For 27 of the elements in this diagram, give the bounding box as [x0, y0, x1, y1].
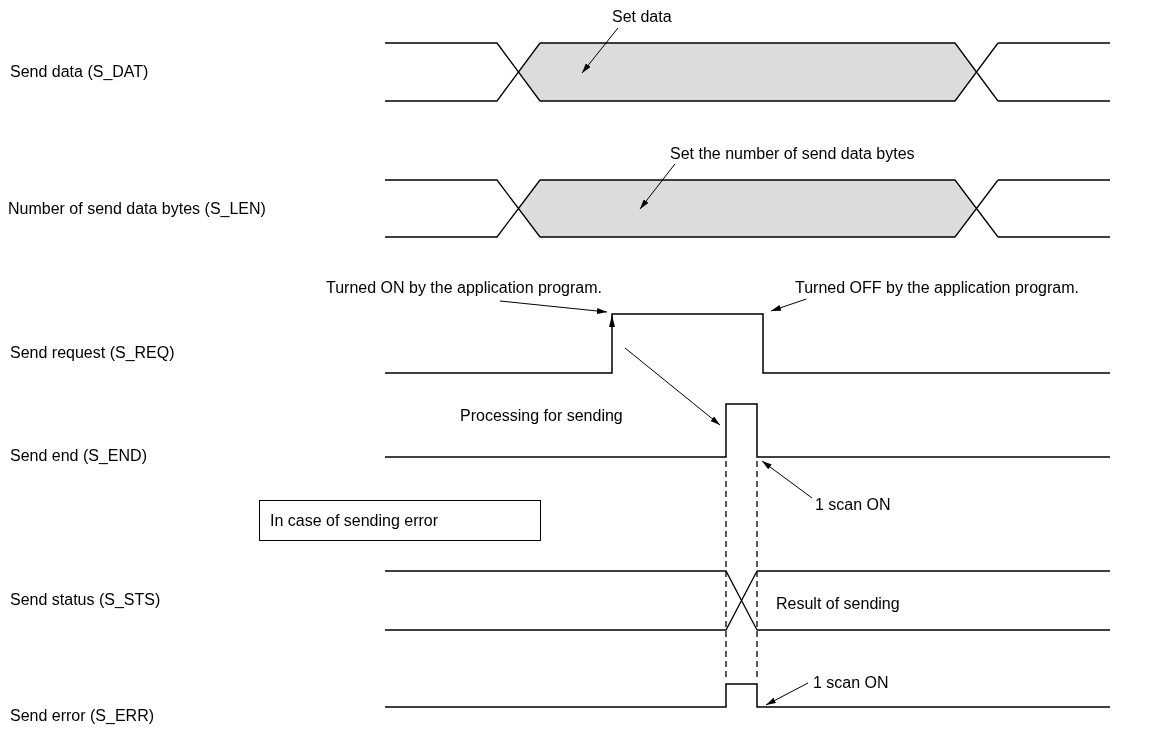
signal-name: Send end (S_END) — [10, 447, 147, 465]
leader-arrow — [581, 27, 619, 74]
condition-box: In case of sending error — [259, 500, 541, 541]
annotation-text: Result of sending — [776, 595, 900, 613]
signal-name: Send data (S_DAT) — [10, 63, 149, 81]
leader-arrow — [639, 163, 676, 210]
signal-name: Send request (S_REQ) — [10, 344, 175, 362]
bus-waveform — [384, 42, 1111, 102]
annotation-text: Set the number of send data bytes — [670, 145, 915, 163]
leader-arrow — [499, 300, 608, 314]
bus-waveform — [384, 179, 1111, 238]
annotation-text: 1 scan ON — [813, 674, 889, 692]
leader-arrow — [765, 682, 809, 706]
signal-name: Send status (S_STS) — [10, 591, 161, 609]
leader-arrow — [770, 298, 807, 312]
bus-waveform — [384, 570, 1111, 631]
annotation-text: 1 scan ON — [815, 496, 891, 514]
leader-arrow — [624, 347, 721, 426]
leader-arrow — [761, 460, 813, 499]
edge-label: Processing for sending — [458, 407, 625, 425]
annotation-text: Turned ON by the application program. — [326, 279, 602, 297]
pulse-waveform — [384, 403, 1111, 458]
signal-name: Send error (S_ERR) — [10, 707, 155, 725]
annotation-text: Turned OFF by the application program. — [795, 279, 1079, 297]
pulse-waveform — [384, 313, 1111, 374]
annotation-text: Set data — [612, 8, 672, 26]
signal-name: Number of send data bytes (S_LEN) — [8, 200, 266, 218]
